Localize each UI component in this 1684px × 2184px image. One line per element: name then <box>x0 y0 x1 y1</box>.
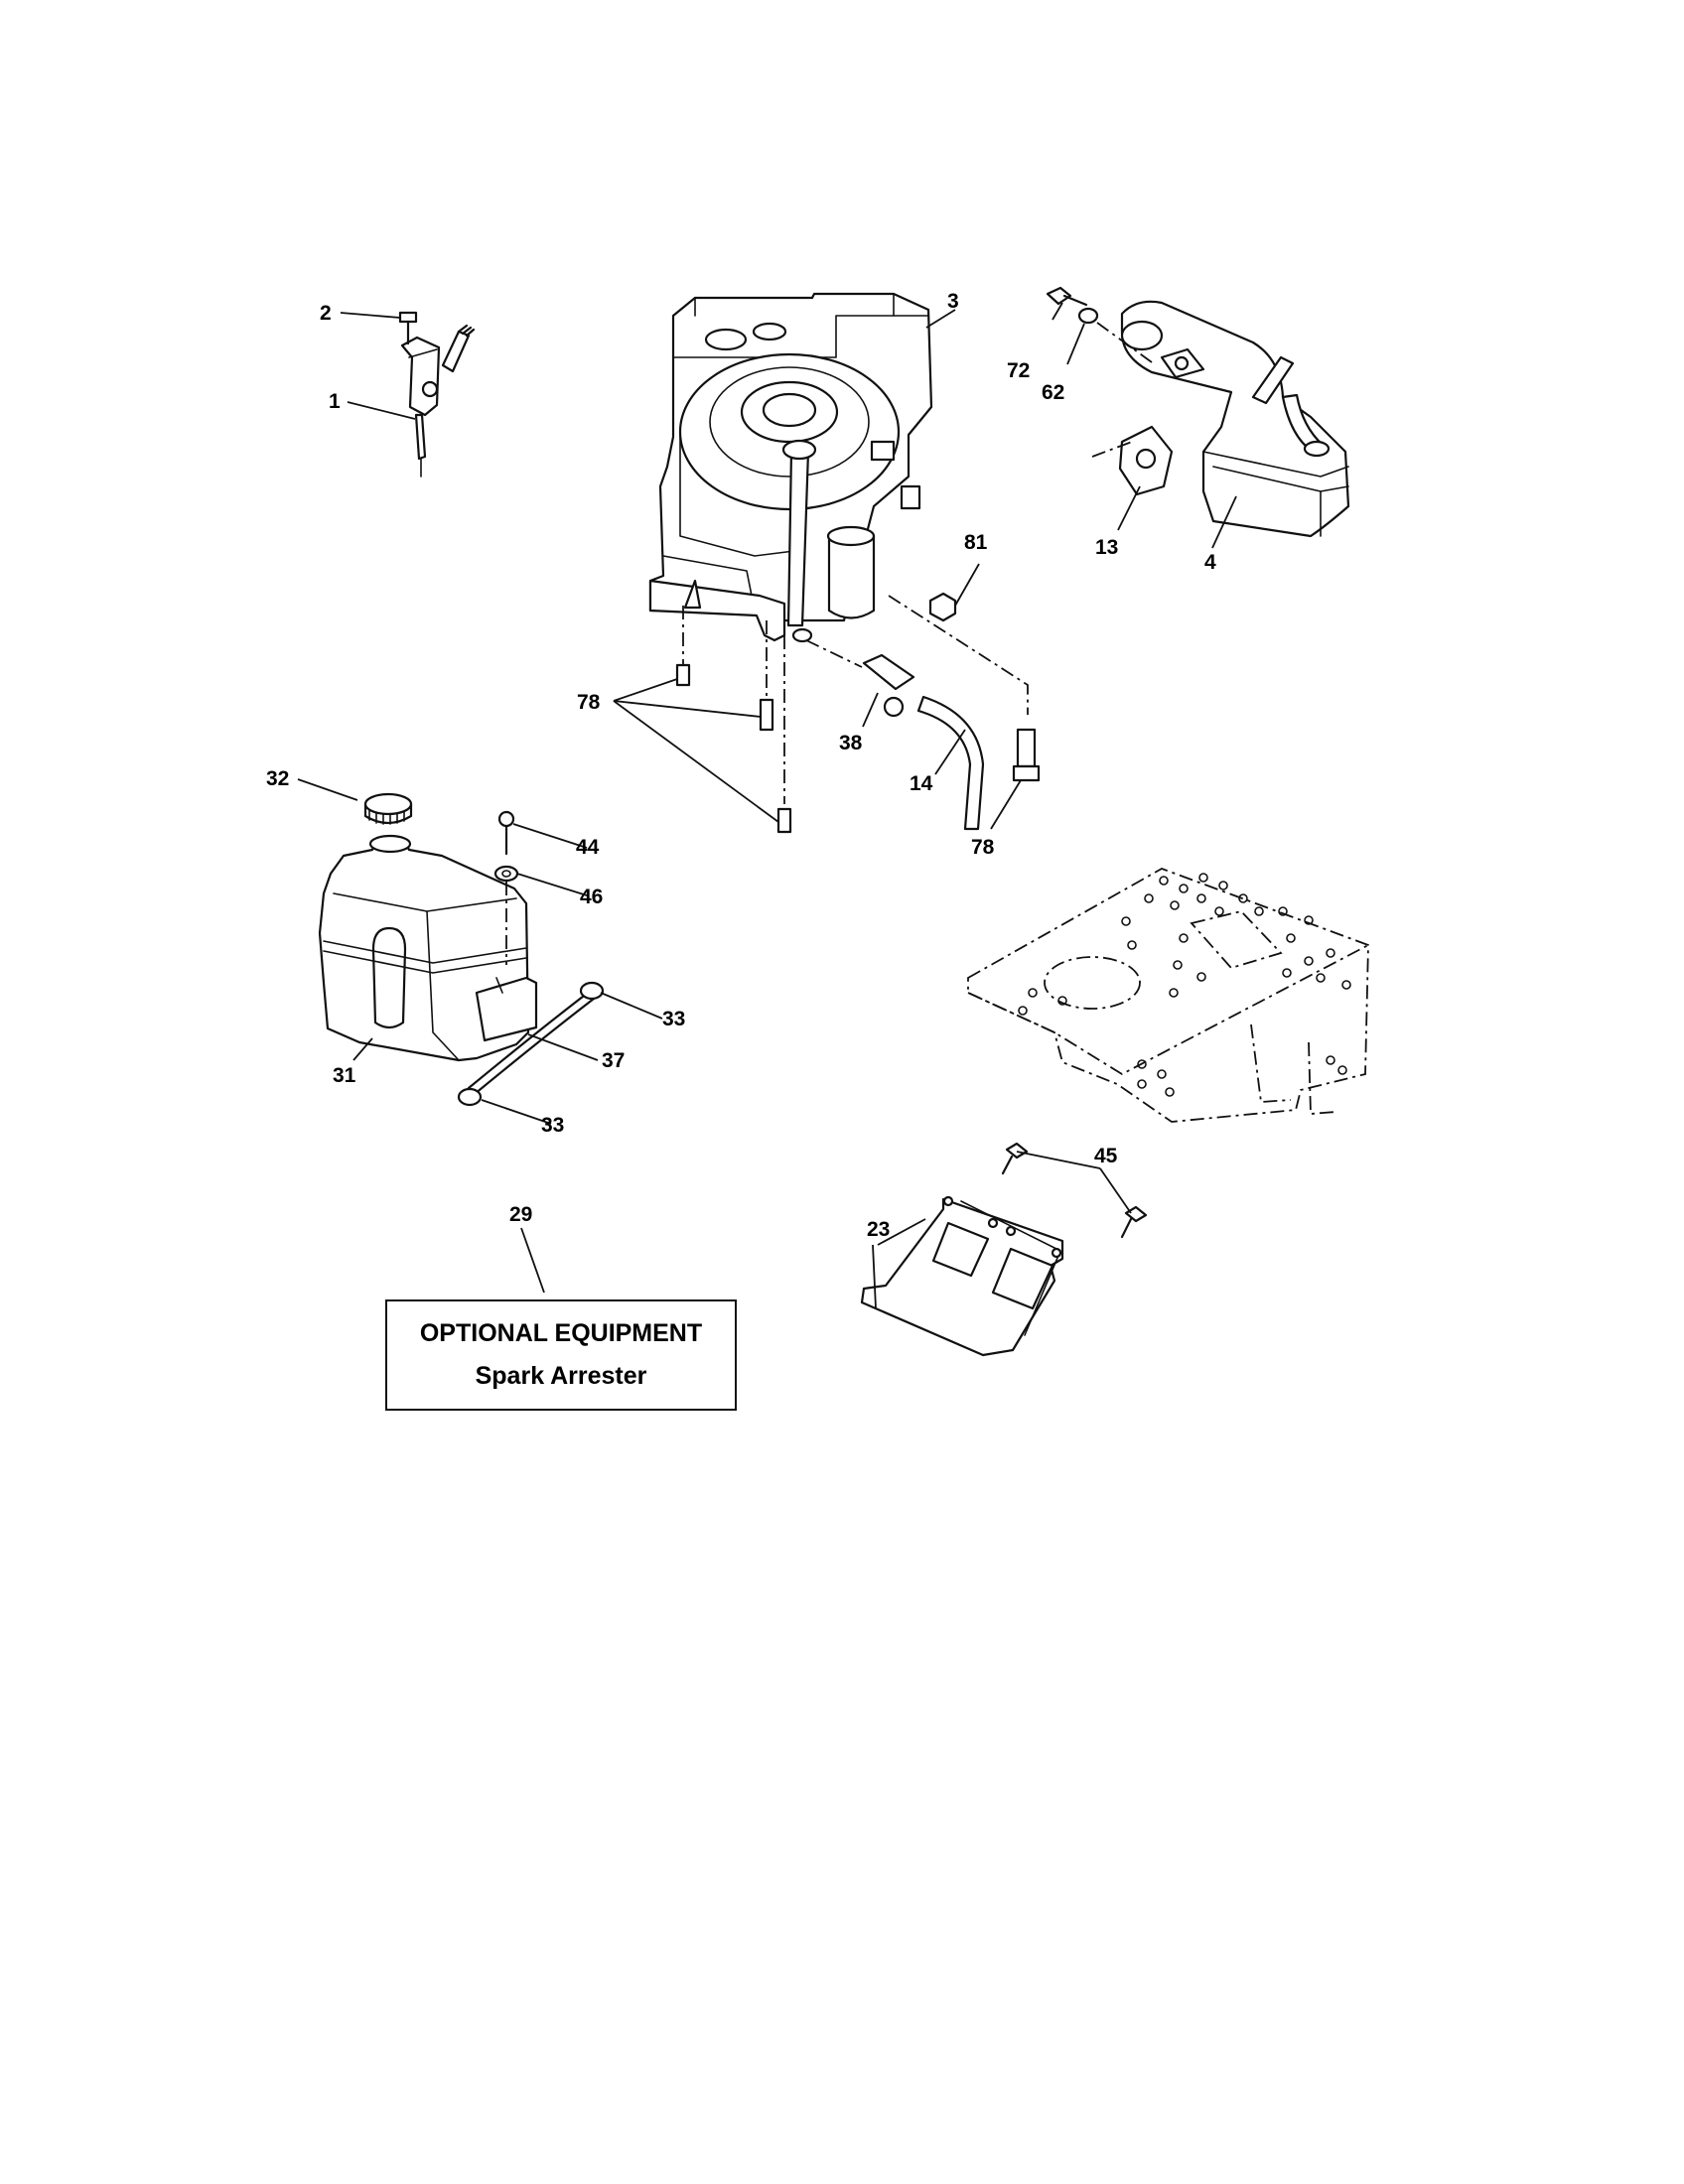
exhaust-centerline <box>1091 441 1133 458</box>
callout-13: 13 <box>1095 536 1118 559</box>
engine-bolt-part <box>776 807 792 834</box>
fuel-filter-part <box>862 653 915 718</box>
fuel-cap-part <box>363 792 413 825</box>
callout-72: 72 <box>1007 359 1030 382</box>
callout-33: 33 <box>541 1114 564 1137</box>
hose-clamp-part <box>457 1087 483 1107</box>
callout-29: 29 <box>509 1203 532 1226</box>
spark-arrester-label: Spark Arrester <box>475 1362 647 1390</box>
shield-screw-part <box>1001 1142 1029 1175</box>
callout-32: 32 <box>266 767 289 790</box>
tank-washer-part <box>493 865 519 883</box>
callout-37: 37 <box>602 1049 625 1072</box>
callout-3: 3 <box>947 290 959 313</box>
tractor-frame-part <box>967 868 1369 1123</box>
exhaust-centerline <box>1096 322 1153 363</box>
callout-45: 45 <box>1094 1145 1118 1167</box>
muffler-part <box>1120 300 1350 538</box>
hose-clamp-part <box>579 981 605 1001</box>
callout-46: 46 <box>580 886 603 908</box>
callout-23: 23 <box>867 1218 890 1241</box>
callout-31: 31 <box>333 1064 356 1087</box>
throttle-bracket-part <box>400 324 476 478</box>
heat-shield-part <box>860 1195 1064 1357</box>
engine-part <box>648 292 933 643</box>
callout-81: 81 <box>964 531 988 554</box>
fuel-line-centerline <box>805 639 863 668</box>
nut-part <box>928 592 957 622</box>
engine-bolt-part <box>675 663 691 687</box>
shield-screw-part <box>1120 1205 1148 1239</box>
fuel-hose-part <box>916 695 985 831</box>
callout-14: 14 <box>910 772 933 795</box>
fuel-tank-part <box>318 834 538 1062</box>
tank-screw-part <box>497 810 515 856</box>
engine-bolt-part <box>1012 728 1041 782</box>
callout-2: 2 <box>320 302 332 325</box>
muffler-gasket-part <box>1118 425 1174 496</box>
callout-33: 33 <box>662 1008 685 1030</box>
optional-equipment-heading: OPTIONAL EQUIPMENT <box>419 1319 703 1347</box>
engine-bolt-part <box>759 698 774 732</box>
mount-centerline <box>888 595 1029 715</box>
frame-holes <box>1018 873 1351 1097</box>
callout-78: 78 <box>577 691 601 714</box>
optional-equipment-box: OPTIONAL EQUIPMENT Spark Arrester <box>385 1299 737 1411</box>
callout-78: 78 <box>971 836 995 859</box>
leader-lines <box>297 302 1237 1309</box>
callout-62: 62 <box>1042 381 1064 404</box>
callout-1: 1 <box>329 390 341 413</box>
lock-washer-part <box>1077 307 1099 325</box>
bracket-screw-part <box>398 311 418 345</box>
muffler-bolt-part <box>1046 286 1088 307</box>
callout-38: 38 <box>839 732 863 754</box>
callout-44: 44 <box>576 836 600 859</box>
callout-4: 4 <box>1204 551 1216 574</box>
